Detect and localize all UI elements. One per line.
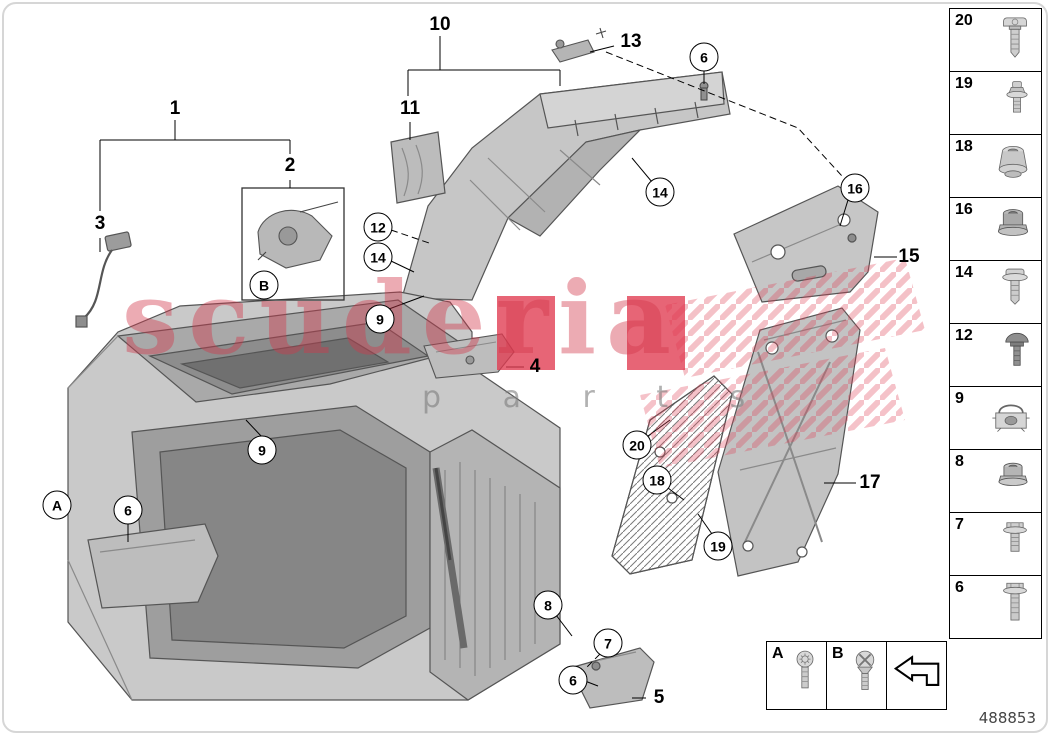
console-ribs (444, 462, 536, 676)
countersunk-phillips-screw-icon (849, 647, 881, 704)
washer-head-screw-icon (997, 266, 1033, 319)
callout-label-1[interactable]: 1 (169, 98, 181, 119)
fastener-item-number: 7 (955, 516, 964, 533)
callout-label-2[interactable]: 2 (284, 155, 296, 176)
latch-part (257, 201, 339, 269)
callout-label-10[interactable]: 10 (429, 14, 451, 35)
fastener-item-19[interactable]: 19 (950, 72, 1041, 135)
fastener-item-20[interactable]: 20 (950, 9, 1041, 72)
callout-circle-7[interactable]: 7 (593, 628, 623, 658)
fastener-item-16[interactable]: 16 (950, 198, 1041, 261)
callout-circle-9-top[interactable]: 9 (365, 304, 395, 334)
callout-label-5[interactable]: 5 (653, 687, 665, 708)
callout-circle-18[interactable]: 18 (642, 465, 672, 495)
callout-circle-14-left[interactable]: 14 (363, 242, 393, 272)
fastener-item-8[interactable]: 8 (950, 450, 1041, 513)
callout-circle-6-bottom[interactable]: 6 (558, 665, 588, 695)
fastener-item-number: 12 (955, 327, 973, 344)
pan-head-screw-icon (997, 13, 1033, 68)
flange-nut-icon (993, 206, 1033, 253)
fastener-item-number: 6 (955, 579, 964, 596)
fastener-item-9[interactable]: 9 (950, 387, 1041, 450)
fastener-item-number: 8 (955, 453, 964, 470)
fastener-item-number: 9 (955, 390, 964, 407)
legend-letter: A (772, 645, 784, 662)
console-carrier (67, 291, 561, 701)
dashed-reference-lines (390, 51, 843, 669)
legend-letter: B (832, 645, 844, 662)
upper-support-bracket (390, 71, 731, 301)
watermark-block (627, 296, 685, 370)
leader-lines (99, 36, 897, 699)
gas-strut (432, 467, 468, 649)
callout-circle-A[interactable]: A (42, 490, 72, 520)
callout-circle-14-right[interactable]: 14 (645, 177, 675, 207)
grommet-nut-icon (993, 142, 1033, 191)
callout-label-4[interactable]: 4 (529, 356, 541, 377)
sensor-with-cable (75, 231, 132, 328)
detail-box-item2 (241, 187, 345, 301)
push-rivet-icon (1001, 331, 1033, 380)
fastener-item-number: 18 (955, 138, 973, 155)
fastener-item-7[interactable]: 7 (950, 513, 1041, 576)
small-bracket-part (551, 27, 607, 63)
watermark-block (497, 296, 555, 370)
callout-label-13[interactable]: 13 (620, 31, 642, 52)
fastener-item-number: 16 (955, 201, 973, 218)
fastener-item-6[interactable]: 6 (950, 576, 1041, 638)
legend-direction-cell (887, 642, 946, 709)
callout-circle-19[interactable]: 19 (703, 531, 733, 561)
callout-circle-8[interactable]: 8 (533, 590, 563, 620)
fastener-item-12[interactable]: 12 (950, 324, 1041, 387)
callout-label-11[interactable]: 11 (399, 98, 421, 119)
callout-circle-6-top[interactable]: 6 (689, 42, 719, 72)
diagram-number: 488853 (978, 709, 1036, 727)
callout-circle-12[interactable]: 12 (363, 212, 393, 242)
fastener-item-number: 14 (955, 264, 973, 281)
callout-label-3[interactable]: 3 (94, 213, 106, 234)
fastener-item-number: 20 (955, 12, 973, 29)
cage-clip-icon (989, 396, 1033, 441)
callout-circle-9-mid[interactable]: 9 (247, 435, 277, 465)
fastener-item-14[interactable]: 14 (950, 261, 1041, 324)
screw-legend: A B (766, 641, 947, 710)
direction-arrow-icon (892, 654, 942, 696)
callout-circle-6-left[interactable]: 6 (113, 495, 143, 525)
fastener-column: 20 19 18 16 14 (949, 8, 1042, 639)
ball-stud-icon (1001, 78, 1033, 129)
callout-label-15[interactable]: 15 (898, 246, 920, 267)
callout-circle-B[interactable]: B (249, 270, 279, 300)
callout-circle-16[interactable]: 16 (840, 173, 870, 203)
round-head-torx-screw-icon (789, 647, 821, 704)
fastener-item-number: 19 (955, 75, 973, 92)
callout-label-17[interactable]: 17 (859, 472, 881, 493)
flange-bolt-icon (997, 580, 1033, 635)
fastener-item-18[interactable]: 18 (950, 135, 1041, 198)
callout-circle-20[interactable]: 20 (622, 430, 652, 460)
legend-item-B[interactable]: B (827, 642, 887, 709)
watermark-stripes (640, 258, 925, 468)
legend-item-A[interactable]: A (767, 642, 827, 709)
flange-bolt-icon (997, 520, 1033, 569)
flange-nut-icon (993, 460, 1033, 503)
